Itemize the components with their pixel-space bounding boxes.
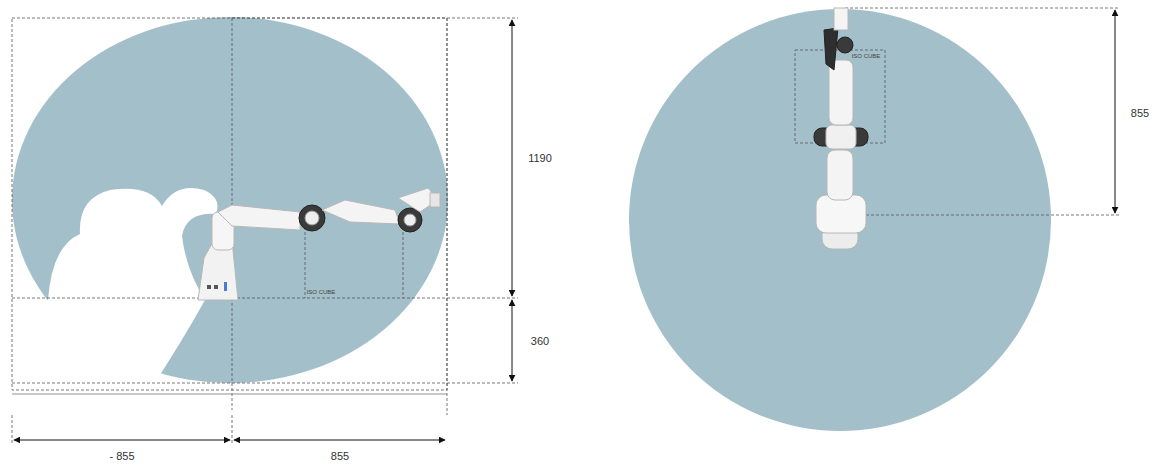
- iso-cube-label: ISO CUBE: [852, 53, 881, 59]
- iso-cube-label: ISO CUBE: [307, 289, 336, 295]
- dimension-label: 855: [331, 451, 349, 462]
- dimension-label: 855: [1131, 108, 1149, 119]
- guide-lines: [12, 18, 518, 445]
- top-workspace: [629, 9, 1051, 431]
- dimension-label: 360: [531, 336, 549, 347]
- dimension-label: 1190: [528, 153, 552, 164]
- robot-side: [198, 188, 440, 300]
- dimension-label: - 855: [109, 451, 134, 462]
- robot-top: [814, 8, 868, 249]
- workspace-cutout: [0, 188, 218, 390]
